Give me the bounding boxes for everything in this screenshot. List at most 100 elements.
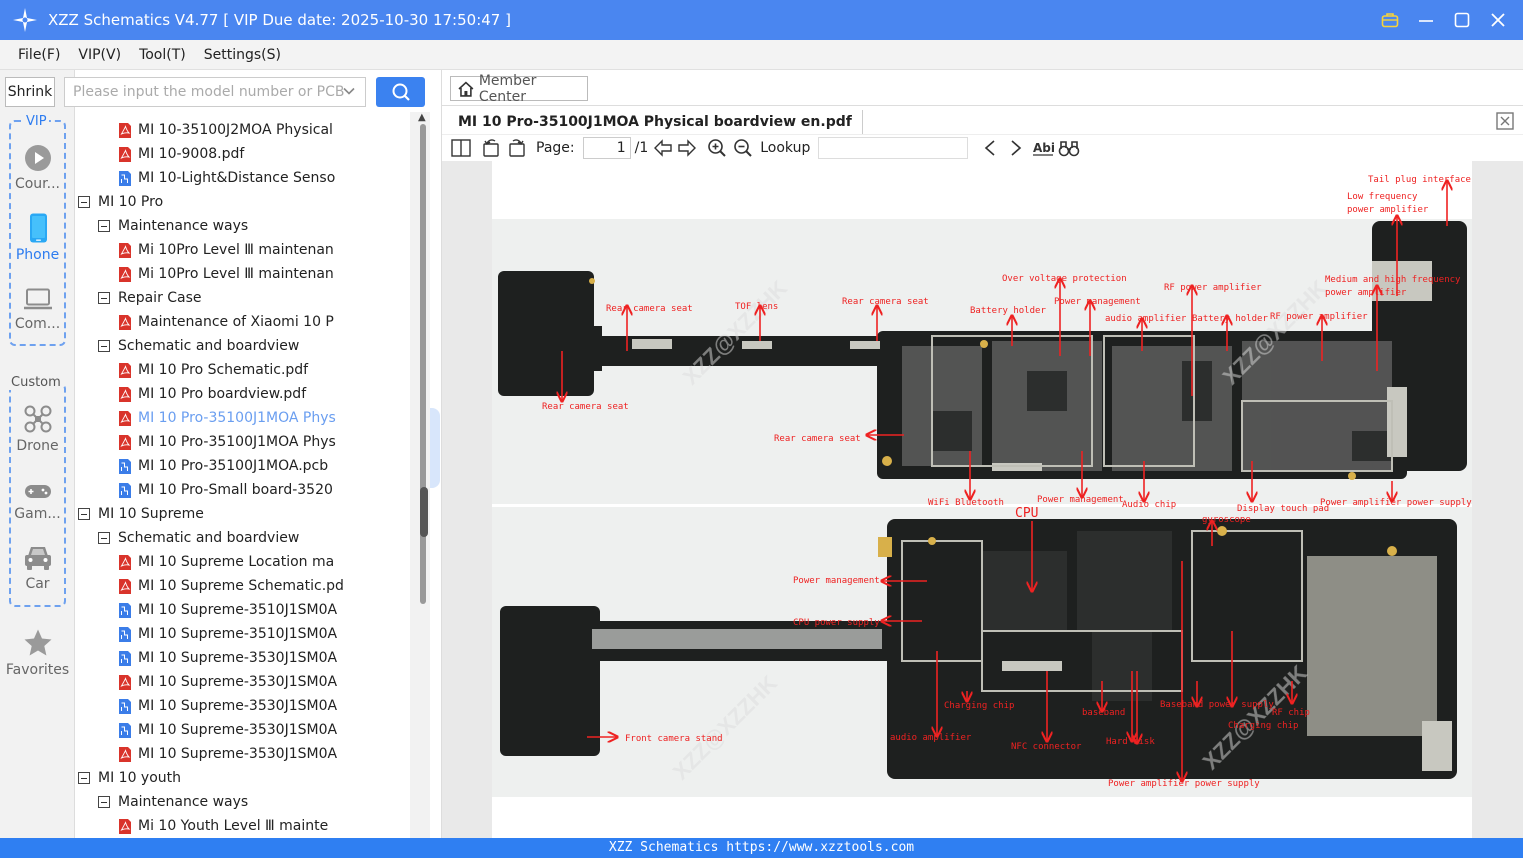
menu-settings[interactable]: Settings(S): [203, 46, 281, 63]
rotate-left-icon[interactable]: [480, 136, 502, 160]
label-rf-power-amp: RF power amplifier: [1270, 312, 1368, 322]
menu-vip[interactable]: VIP(V): [78, 46, 122, 63]
tree-item-label: MI 10 Supreme-3530J1SM0A: [138, 746, 338, 762]
member-center-button[interactable]: Member Center: [450, 73, 588, 105]
match-case-icon[interactable]: Abi: [1032, 136, 1054, 160]
tree-folder[interactable]: Maintenance ways: [98, 214, 408, 238]
collapse-icon: [98, 340, 110, 352]
search-icon: [392, 83, 410, 101]
page-number-input[interactable]: 1: [582, 137, 631, 159]
rail-item-drone[interactable]: Drone: [0, 404, 75, 454]
tree-item-label: MI 10 Supreme: [98, 506, 204, 522]
tree-file[interactable]: Mi 10Pro Level Ⅲ maintenan: [118, 238, 408, 262]
maximize-icon[interactable]: [1451, 9, 1473, 31]
tree-file[interactable]: MI 10 Supreme-3530J1SM0A: [118, 670, 408, 694]
scrollbar-track: [420, 124, 426, 604]
binoculars-icon[interactable]: [1058, 136, 1080, 160]
minimize-icon[interactable]: [1415, 9, 1437, 31]
panel-collapse-handle[interactable]: [430, 408, 440, 488]
tree-file[interactable]: MI 10 Supreme-3530J1SM0A: [118, 718, 408, 742]
tree-file[interactable]: MI 10 Pro-35100J1MOA Phys: [118, 430, 408, 454]
rail-item-car[interactable]: Car: [0, 544, 75, 592]
briefcase-icon[interactable]: [1379, 9, 1401, 31]
label-baseband: baseband: [1082, 708, 1125, 718]
tree-item-label: MI 10 Pro-Small board-3520: [138, 482, 333, 498]
find-prev-icon[interactable]: [980, 136, 1000, 160]
tree-file[interactable]: MI 10 Supreme Schematic.pd: [118, 574, 408, 598]
tree-folder[interactable]: Repair Case: [98, 286, 408, 310]
tree-file[interactable]: MI 10 Supreme-3510J1SM0A: [118, 598, 408, 622]
pdf-toolbar: Page: 1 /1 Lookup Abi: [442, 135, 1523, 161]
tree-folder[interactable]: Maintenance ways: [98, 790, 408, 814]
rail-item-games[interactable]: Gam...: [0, 480, 75, 522]
sidebar-toggle-icon[interactable]: [450, 136, 472, 160]
prev-page-icon[interactable]: [652, 136, 674, 160]
zoom-in-icon[interactable]: [706, 136, 728, 160]
tree-file[interactable]: MI 10 Pro-35100J1MOA Phys: [118, 406, 408, 430]
tree-scrollbar[interactable]: ▲: [410, 112, 430, 838]
label-rear-camera-seat: Rear camera seat: [542, 402, 629, 412]
label-pa-power-supply: Power amplifier power supply: [1108, 779, 1260, 789]
rail-item-phone[interactable]: Phone: [0, 213, 75, 263]
pcb-file-icon: [119, 722, 131, 738]
close-document-icon[interactable]: [1496, 112, 1514, 130]
pdf-file-icon: [119, 242, 131, 258]
tree-file[interactable]: Mi 10 Youth Level Ⅲ mainte: [118, 814, 408, 838]
search-placeholder: Please input the model number or PCB: [73, 84, 345, 100]
scrollbar-thumb[interactable]: [420, 487, 428, 537]
tree-folder[interactable]: Schematic and boardview: [98, 334, 408, 358]
tree-file[interactable]: MI 10 Supreme Location ma: [118, 550, 408, 574]
status-bar: XZZ Schematics https://www.xzztools.com: [0, 838, 1523, 858]
tree-folder[interactable]: MI 10 Pro: [78, 190, 408, 214]
tree-folder[interactable]: Schematic and boardview: [98, 526, 408, 550]
tree-item-label: MI 10 Pro: [98, 194, 164, 210]
label-rear-camera-seat: Rear camera seat: [774, 434, 861, 444]
pcb-file-icon: [119, 170, 131, 186]
find-next-icon[interactable]: [1006, 136, 1026, 160]
menu-file[interactable]: File(F): [18, 46, 61, 63]
tree-file[interactable]: MI 10 Pro boardview.pdf: [118, 382, 408, 406]
rail-item-label: Com...: [14, 316, 61, 332]
label-gyroscope: gyroscope: [1202, 515, 1251, 525]
tree-file[interactable]: MI 10 Supreme-3510J1SM0A: [118, 622, 408, 646]
pdf-canvas-area[interactable]: XZZ@XZZHK XZZ@XZZHK XZZ@XZZHK XZZ@XZZHK: [442, 161, 1523, 838]
tree-file[interactable]: Maintenance of Xiaomi 10 P: [118, 310, 408, 334]
category-rail: Shrink VIP Cour... Phone Com... Custom D…: [0, 70, 75, 838]
tree-file[interactable]: MI 10-Light&Distance Senso: [118, 166, 408, 190]
tree-item-label: MI 10-35100J2MOA Physical: [138, 122, 333, 138]
next-page-icon[interactable]: [676, 136, 698, 160]
tree-folder[interactable]: MI 10 Supreme: [78, 502, 408, 526]
close-icon[interactable]: [1487, 9, 1509, 31]
shrink-button[interactable]: Shrink: [5, 77, 55, 107]
label-battery-holder: Battery holder: [1192, 314, 1268, 324]
tree-file[interactable]: MI 10 Pro-35100J1MOA.pcb: [118, 454, 408, 478]
document-tab[interactable]: MI 10 Pro-35100J1MOA Physical boardview …: [448, 110, 863, 134]
menu-tool[interactable]: Tool(T): [139, 46, 186, 63]
rotate-right-icon[interactable]: [506, 136, 528, 160]
search-button[interactable]: [376, 77, 425, 107]
tree-file[interactable]: MI 10-9008.pdf: [118, 142, 408, 166]
tree-file[interactable]: MI 10-35100J2MOA Physical: [118, 118, 408, 142]
scroll-up-icon[interactable]: ▲: [418, 112, 426, 123]
tree-item-label: Schematic and boardview: [118, 338, 300, 354]
tree-item-label: MI 10 Pro-35100J1MOA.pcb: [138, 458, 329, 474]
tree-file[interactable]: MI 10 Pro-Small board-3520: [118, 478, 408, 502]
rail-item-favorites[interactable]: Favorites: [0, 628, 75, 678]
tree-file[interactable]: MI 10 Pro Schematic.pdf: [118, 358, 408, 382]
tree-file[interactable]: MI 10 Supreme-3530J1SM0A: [118, 646, 408, 670]
model-search-input[interactable]: Please input the model number or PCB: [64, 77, 366, 107]
label-mh-power-amp: power amplifier: [1325, 288, 1407, 298]
tree-folder[interactable]: MI 10 youth: [78, 766, 408, 790]
rail-item-computer[interactable]: Com...: [0, 288, 75, 332]
rail-item-courses[interactable]: Cour...: [0, 144, 75, 192]
tree-file[interactable]: MI 10 Supreme-3530J1SM0A: [118, 742, 408, 766]
menu-bar: File(F) VIP(V) Tool(T) Settings(S): [0, 40, 1523, 70]
zoom-out-icon[interactable]: [732, 136, 754, 160]
tree-file[interactable]: MI 10 Supreme-3530J1SM0A: [118, 694, 408, 718]
tree-item-label: Repair Case: [118, 290, 202, 306]
tree-file[interactable]: Mi 10Pro Level Ⅲ maintenan: [118, 262, 408, 286]
pcb-file-icon: [119, 602, 131, 618]
tree-item-label: Mi 10 Youth Level Ⅲ mainte: [138, 818, 329, 834]
chevron-down-icon[interactable]: [342, 84, 356, 98]
lookup-input[interactable]: [818, 137, 969, 159]
